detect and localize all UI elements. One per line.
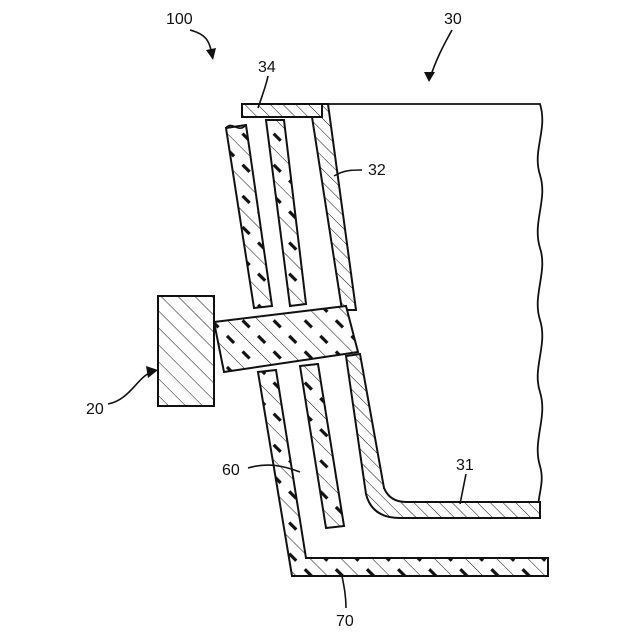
label-31: 31 [456,457,474,474]
leader-70 [342,576,346,608]
label-20: 20 [86,401,104,418]
outer-shell-lower [258,370,548,576]
fastener-shaft [214,306,358,372]
label-34: 34 [258,59,276,76]
outer-shell-upper [226,125,272,308]
leader-20 [108,372,152,404]
leader-30 [430,30,452,78]
fastener-block-20 [158,296,214,406]
side-wall-32-upper [310,104,356,310]
flange-34 [242,104,322,117]
spacer-60-lower [300,364,344,528]
leader-31 [460,474,466,504]
label-100: 100 [166,11,193,28]
label-32: 32 [368,162,386,179]
arrow-20 [146,366,158,378]
spacer-60-upper [266,120,306,306]
label-30: 30 [444,11,462,28]
label-70: 70 [336,613,354,630]
arrow-100 [206,48,216,60]
arrow-30 [424,72,435,82]
label-60: 60 [222,462,240,479]
side-wall-32-lower [346,354,540,518]
